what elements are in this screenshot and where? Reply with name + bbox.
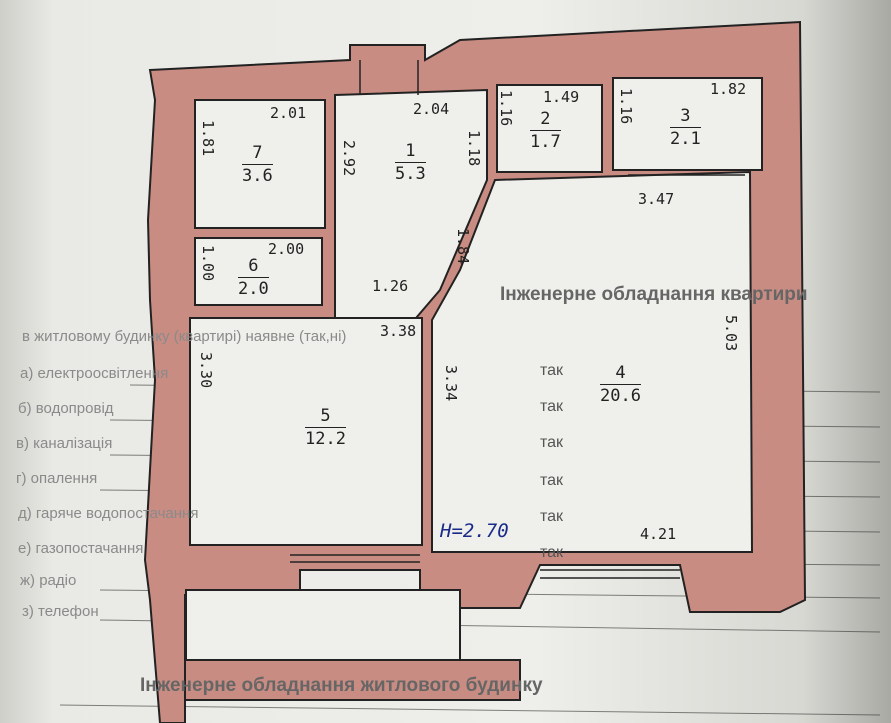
openings (290, 60, 745, 579)
form-row-label: е) газопостачання (18, 540, 144, 557)
form-row-label: в) каналізація (16, 435, 113, 452)
dimension: 3.34 (442, 365, 460, 402)
dimension: 1.16 (617, 88, 635, 125)
dimension: 2.01 (270, 104, 307, 122)
form-row-label: а) електроосвітлення (20, 365, 169, 382)
form-row-label: ж) радіо (20, 572, 77, 589)
form-row-label: д) гаряче водопостачання (18, 505, 199, 522)
dimension: 1.49 (543, 88, 580, 106)
ceiling-height-note: H=2.70 (440, 520, 509, 542)
dimension: 1.18 (465, 130, 483, 167)
dimension: 2.92 (340, 140, 358, 177)
form-row-label: з) телефон (22, 603, 99, 620)
form-row-value: так (540, 362, 564, 379)
dimension: 2.04 (413, 100, 450, 118)
form-row-value: так (540, 434, 564, 451)
dimension: 4.21 (640, 525, 677, 543)
apartment-equipment-title: Інженерне обладнання квартири (500, 284, 808, 305)
dimension: 1.82 (710, 80, 747, 98)
dimension: 3.47 (638, 190, 675, 208)
dimension: 1.00 (199, 245, 217, 282)
dimension: 3.30 (197, 352, 215, 389)
dimension: 5.03 (722, 315, 740, 352)
dimension: 1.84 (454, 228, 472, 265)
form-row-value: так (540, 544, 564, 561)
rooms (185, 77, 763, 661)
form-header: в житловому будинку (квартирі) наявне (т… (22, 328, 347, 345)
dimension: 1.81 (199, 120, 217, 157)
dimension: 2.00 (268, 240, 305, 258)
form-row-label: б) водопровід (18, 400, 114, 417)
dimension: 1.26 (372, 277, 409, 295)
building-equipment-title: Інженерне обладнання житлового будинку (140, 675, 543, 696)
dimension: 1.16 (497, 90, 515, 127)
form-row-value: так (540, 398, 564, 415)
dimension: 3.38 (380, 322, 417, 340)
form-row-value: так (540, 472, 564, 489)
form-row-value: так (540, 508, 564, 525)
form-row-label: г) опалення (16, 470, 98, 487)
